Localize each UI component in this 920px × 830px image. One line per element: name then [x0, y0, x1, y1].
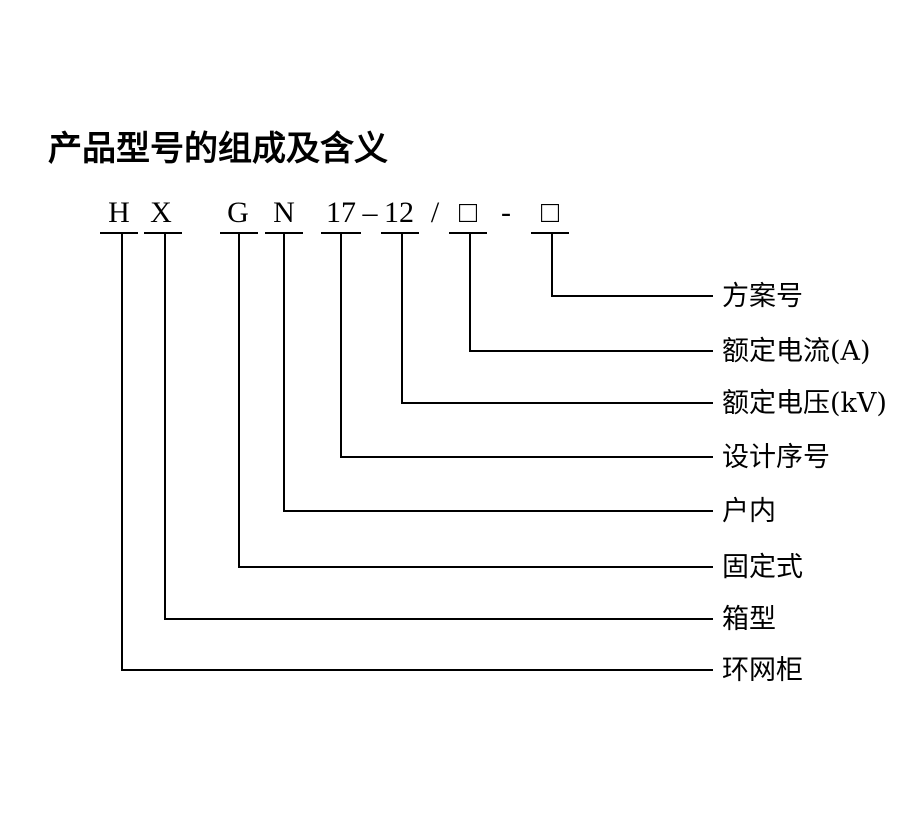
label-box-type: 箱型 — [722, 604, 776, 635]
label-rated-voltage: 额定电压(kV) — [722, 388, 887, 419]
diagram-title: 产品型号的组成及含义 — [48, 129, 388, 169]
code-char-g: G — [227, 196, 249, 229]
code-hyphen: - — [501, 196, 511, 229]
code-dash: – — [362, 196, 379, 229]
label-rated-current: 额定电流(A) — [722, 336, 871, 367]
code-char-h: H — [108, 196, 130, 229]
code-char-x: X — [150, 196, 172, 229]
code-slash: / — [431, 196, 440, 229]
code-scheme-box: □ — [541, 196, 560, 229]
code-voltage: 12 — [384, 196, 414, 229]
code-design-serial: 17 — [326, 196, 356, 229]
code-char-n: N — [273, 196, 295, 229]
label-fixed-type: 固定式 — [722, 552, 803, 583]
label-design-serial: 设计序号 — [722, 442, 830, 473]
label-indoor: 户内 — [722, 496, 776, 527]
label-scheme-number: 方案号 — [722, 281, 803, 312]
code-current-box: □ — [459, 196, 478, 229]
label-ring-main-unit: 环网柜 — [722, 655, 803, 686]
